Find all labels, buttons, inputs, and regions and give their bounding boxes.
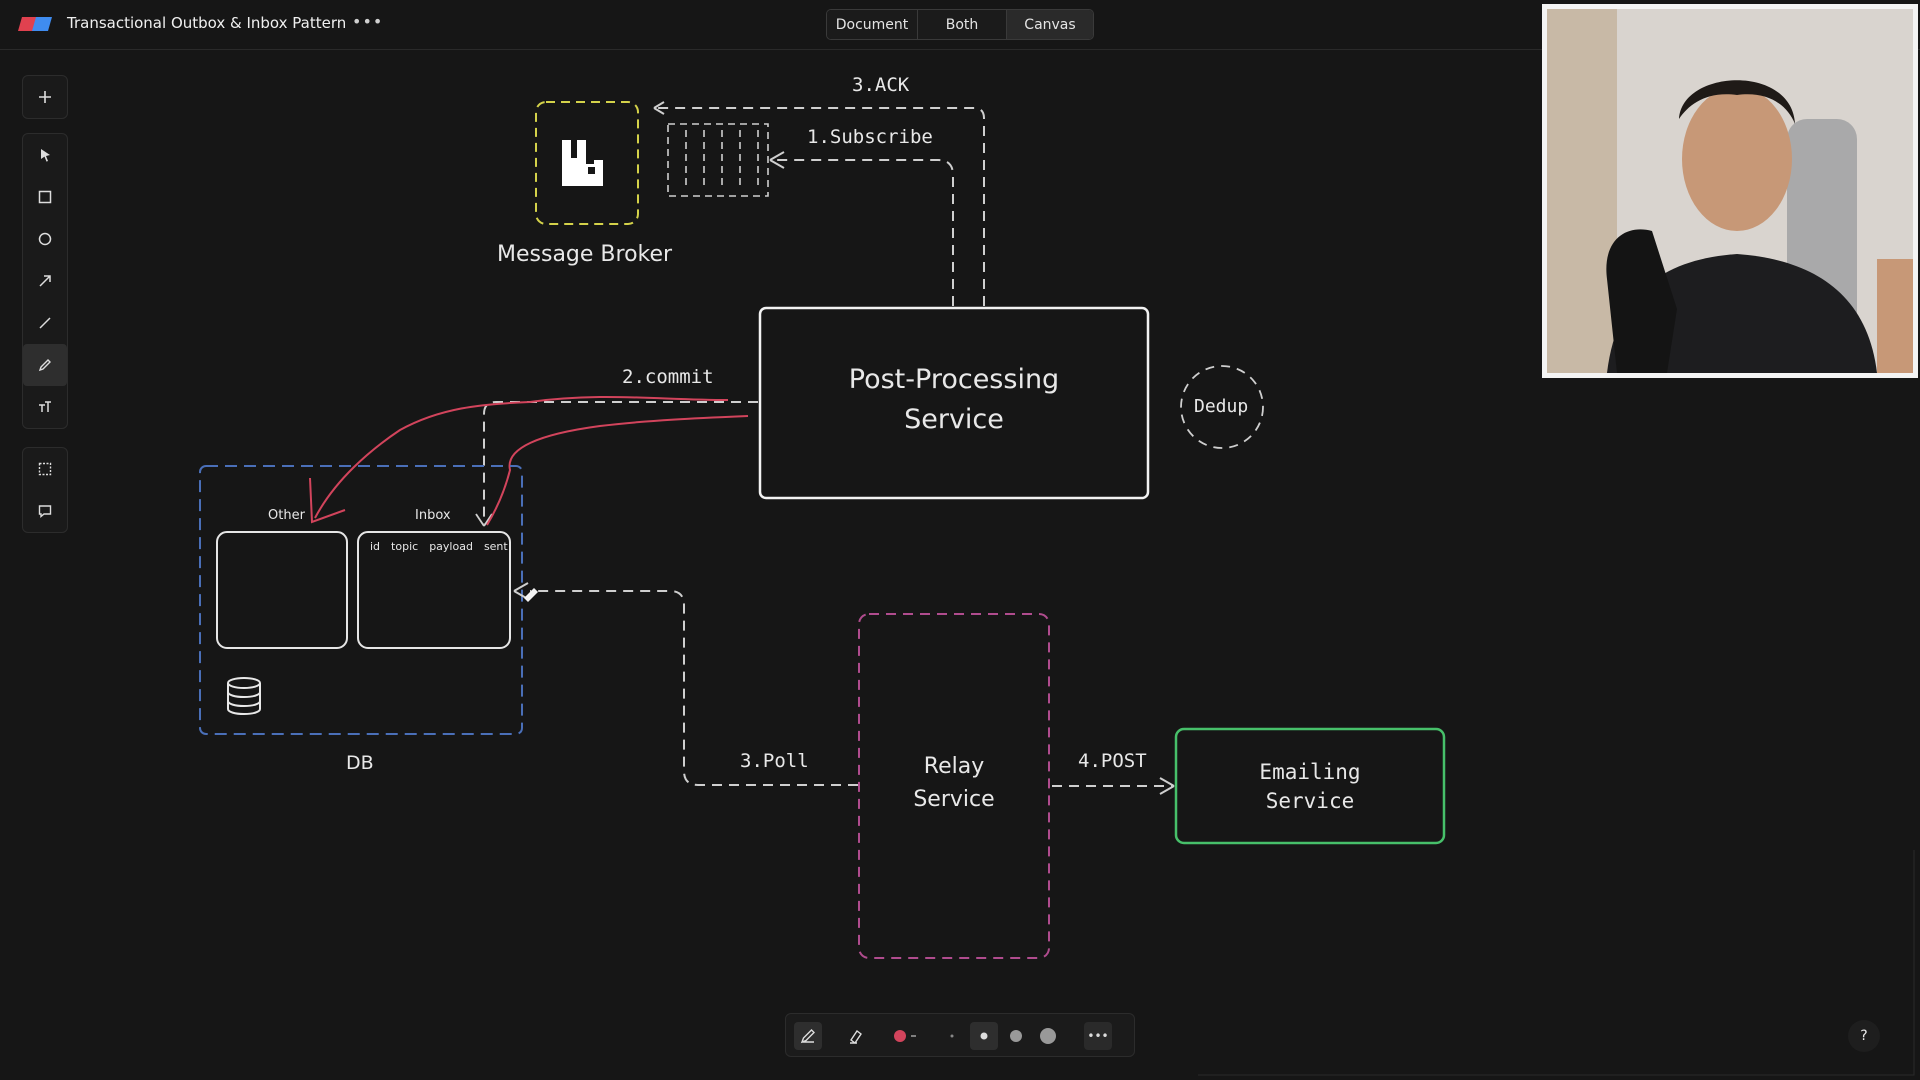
pen-tool[interactable] [23, 344, 67, 386]
size-medium-button[interactable] [1002, 1022, 1030, 1050]
highlighter-option-button[interactable] [842, 1022, 870, 1050]
relay-label: Relay Service [859, 750, 1049, 816]
commit-label: 2.commit [622, 366, 714, 388]
tab-document[interactable]: Document [827, 10, 918, 39]
comment-tool[interactable] [23, 490, 67, 532]
inbox-table-label: Inbox [415, 508, 451, 523]
tab-canvas[interactable]: Canvas [1007, 10, 1093, 39]
ellipse-tool[interactable] [23, 218, 67, 260]
ack-arrow [652, 107, 985, 306]
commit-arrow [483, 401, 758, 524]
top-bar: Transactional Outbox & Inbox Pattern •••… [0, 0, 1920, 50]
line-tool[interactable] [23, 302, 67, 344]
broker-label: Message Broker [497, 242, 673, 267]
add-tool-group [22, 75, 68, 119]
pencil-icon [38, 359, 51, 372]
queue-icon [667, 123, 769, 197]
text-icon [39, 401, 51, 412]
subscribe-arrow [770, 159, 954, 306]
document-title[interactable]: Transactional Outbox & Inbox Pattern [67, 14, 347, 32]
column-topic: topic [391, 540, 419, 553]
color-picker-button[interactable] [890, 1022, 924, 1050]
tab-both[interactable]: Both [918, 10, 1007, 39]
drawing-options-toolbar: ••• [785, 1013, 1135, 1057]
cursor-icon [41, 149, 50, 162]
comment-icon [38, 505, 52, 518]
annotation-stroke-inbox [486, 415, 749, 526]
subscribe-label: 1.Subscribe [807, 126, 933, 148]
add-button[interactable] [23, 76, 67, 118]
emailing-line1: Emailing [1259, 760, 1361, 784]
rectangle-tool[interactable] [23, 176, 67, 218]
relay-box [858, 613, 1050, 959]
dot-large-icon [1040, 1028, 1056, 1044]
inbox-columns: id topic payload sent [370, 540, 508, 553]
highlighter-icon [850, 1029, 862, 1045]
dot-tiny-icon [950, 1034, 954, 1038]
column-id: id [370, 540, 381, 553]
frame-tools-group [22, 447, 68, 533]
ack-label: 3.ACK [852, 74, 910, 96]
post-processing-box [758, 306, 1150, 500]
emailing-box [1174, 727, 1446, 845]
rectangle-icon [38, 190, 52, 204]
broker-box [535, 101, 639, 225]
dedup-circle [1180, 365, 1264, 449]
text-tool[interactable] [23, 386, 67, 428]
help-button[interactable]: ? [1848, 1020, 1880, 1052]
post-label: 4.POST [1078, 750, 1147, 772]
more-options-bottom-button[interactable]: ••• [1084, 1022, 1112, 1050]
pen-option-button[interactable] [794, 1022, 822, 1050]
db-label: DB [346, 752, 374, 774]
poll-arrow [530, 590, 858, 786]
frame-tool[interactable] [23, 448, 67, 490]
emailing-label: Emailing Service [1176, 758, 1444, 816]
line-icon [39, 317, 51, 329]
broker-logo-icon [562, 140, 603, 186]
size-large-button[interactable] [1034, 1022, 1062, 1050]
presenter-video-image [1547, 9, 1913, 373]
plus-icon [39, 91, 51, 103]
other-table-label: Other [268, 508, 305, 523]
size-small-button[interactable] [970, 1022, 998, 1050]
color-swatch-icon [894, 1030, 916, 1042]
dot-small-icon [980, 1032, 988, 1040]
post-processing-line1: Post-Processing [848, 364, 1060, 395]
relay-line1: Relay [923, 754, 985, 779]
webcam-video [1542, 4, 1918, 378]
select-tool[interactable] [23, 134, 67, 176]
arrow-tool[interactable] [23, 260, 67, 302]
arrow-icon [39, 275, 51, 287]
annotation-stroke-other [314, 395, 729, 519]
pen-icon [800, 1029, 815, 1044]
post-processing-line2: Service [904, 404, 1004, 435]
emailing-line2: Service [1265, 789, 1355, 813]
size-tiny-button[interactable] [938, 1022, 966, 1050]
cursor-pen-icon [524, 588, 538, 602]
column-sent: sent [483, 540, 508, 553]
inbox-table [357, 531, 511, 649]
frame-icon [38, 462, 52, 476]
column-payload: payload [429, 540, 473, 553]
relay-line2: Service [913, 787, 995, 812]
app-logo-icon[interactable] [18, 17, 52, 31]
circle-icon [38, 232, 52, 246]
database-icon [227, 677, 261, 716]
db-container [199, 465, 523, 735]
poll-label: 3.Poll [740, 750, 809, 772]
post-processing-label: Post-Processing Service [760, 360, 1148, 440]
more-options-button[interactable]: ••• [352, 12, 384, 31]
view-mode-tabs: Document Both Canvas [826, 9, 1094, 40]
dedup-label: Dedup [1194, 396, 1249, 417]
drawing-tools-group [22, 133, 68, 429]
other-table [216, 531, 348, 649]
dot-medium-icon [1010, 1030, 1022, 1042]
